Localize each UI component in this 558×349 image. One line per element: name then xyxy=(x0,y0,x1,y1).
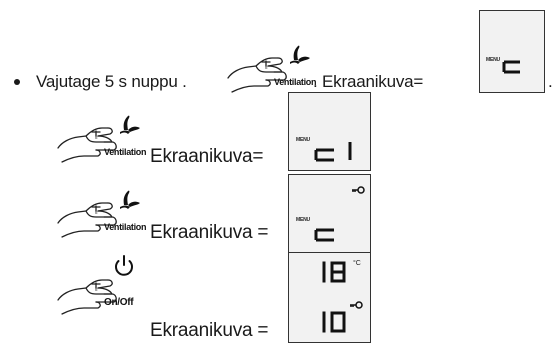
fan-icon xyxy=(290,45,310,64)
result-label: Ekraanikuva = xyxy=(150,320,269,341)
lcd-digit-c xyxy=(314,228,334,242)
lcd-digit-c xyxy=(502,60,520,74)
key-icon xyxy=(352,186,365,194)
svg-text:8: 8 xyxy=(95,135,98,140)
instruction-text-after: . Ekraanikuva= xyxy=(313,72,424,91)
ventilation-button[interactable]: 8 Ventilation xyxy=(226,38,317,94)
lcd-digit-1 xyxy=(348,142,352,160)
lcd-menu-label: MENU xyxy=(486,57,500,63)
pressing-hand-icon: 8 xyxy=(57,115,140,163)
power-icon xyxy=(115,255,133,276)
lcd-menu-label: MENU xyxy=(296,217,310,223)
lcd-screen-step-2: MENU xyxy=(288,174,371,253)
pressing-hand-icon: 8 xyxy=(227,45,310,93)
bullet xyxy=(14,79,20,85)
ventilation-label: Ventilation xyxy=(274,77,317,87)
ventilation-button[interactable]: 8 Ventilation xyxy=(56,183,147,239)
ventilation-label: Ventilation xyxy=(104,222,147,232)
svg-text:8: 8 xyxy=(265,65,268,70)
fan-icon xyxy=(120,190,140,209)
key-icon xyxy=(350,301,363,309)
lcd-digits-bottom xyxy=(322,311,346,333)
on-off-label: On/Off xyxy=(104,297,134,308)
fan-icon xyxy=(120,115,140,134)
instruction-text-before: Vajutage 5 s nuppu . xyxy=(36,72,187,91)
on-off-button[interactable]: 8 On/Off xyxy=(56,252,146,316)
instruction-trailing: . xyxy=(548,72,553,91)
temperature-unit: °C xyxy=(353,260,361,267)
ventilation-label: Ventilation xyxy=(104,147,147,157)
lcd-screen-initial: MENU xyxy=(479,10,545,93)
lcd-menu-label: MENU xyxy=(296,137,310,143)
lcd-digits-top xyxy=(322,261,346,283)
pressing-hand-icon: 8 xyxy=(57,255,133,315)
lcd-screen-step-1: MENU xyxy=(288,92,371,171)
pressing-hand-icon: 8 xyxy=(57,190,140,238)
svg-text:8: 8 xyxy=(95,287,98,292)
ventilation-button[interactable]: 8 Ventilation xyxy=(56,108,147,164)
svg-text:8: 8 xyxy=(95,210,98,215)
result-label: Ekraanikuva= xyxy=(150,146,264,167)
result-label: Ekraanikuva = xyxy=(150,222,269,243)
lcd-digit-c xyxy=(314,148,334,162)
lcd-screen-step-3: °C xyxy=(288,252,371,343)
